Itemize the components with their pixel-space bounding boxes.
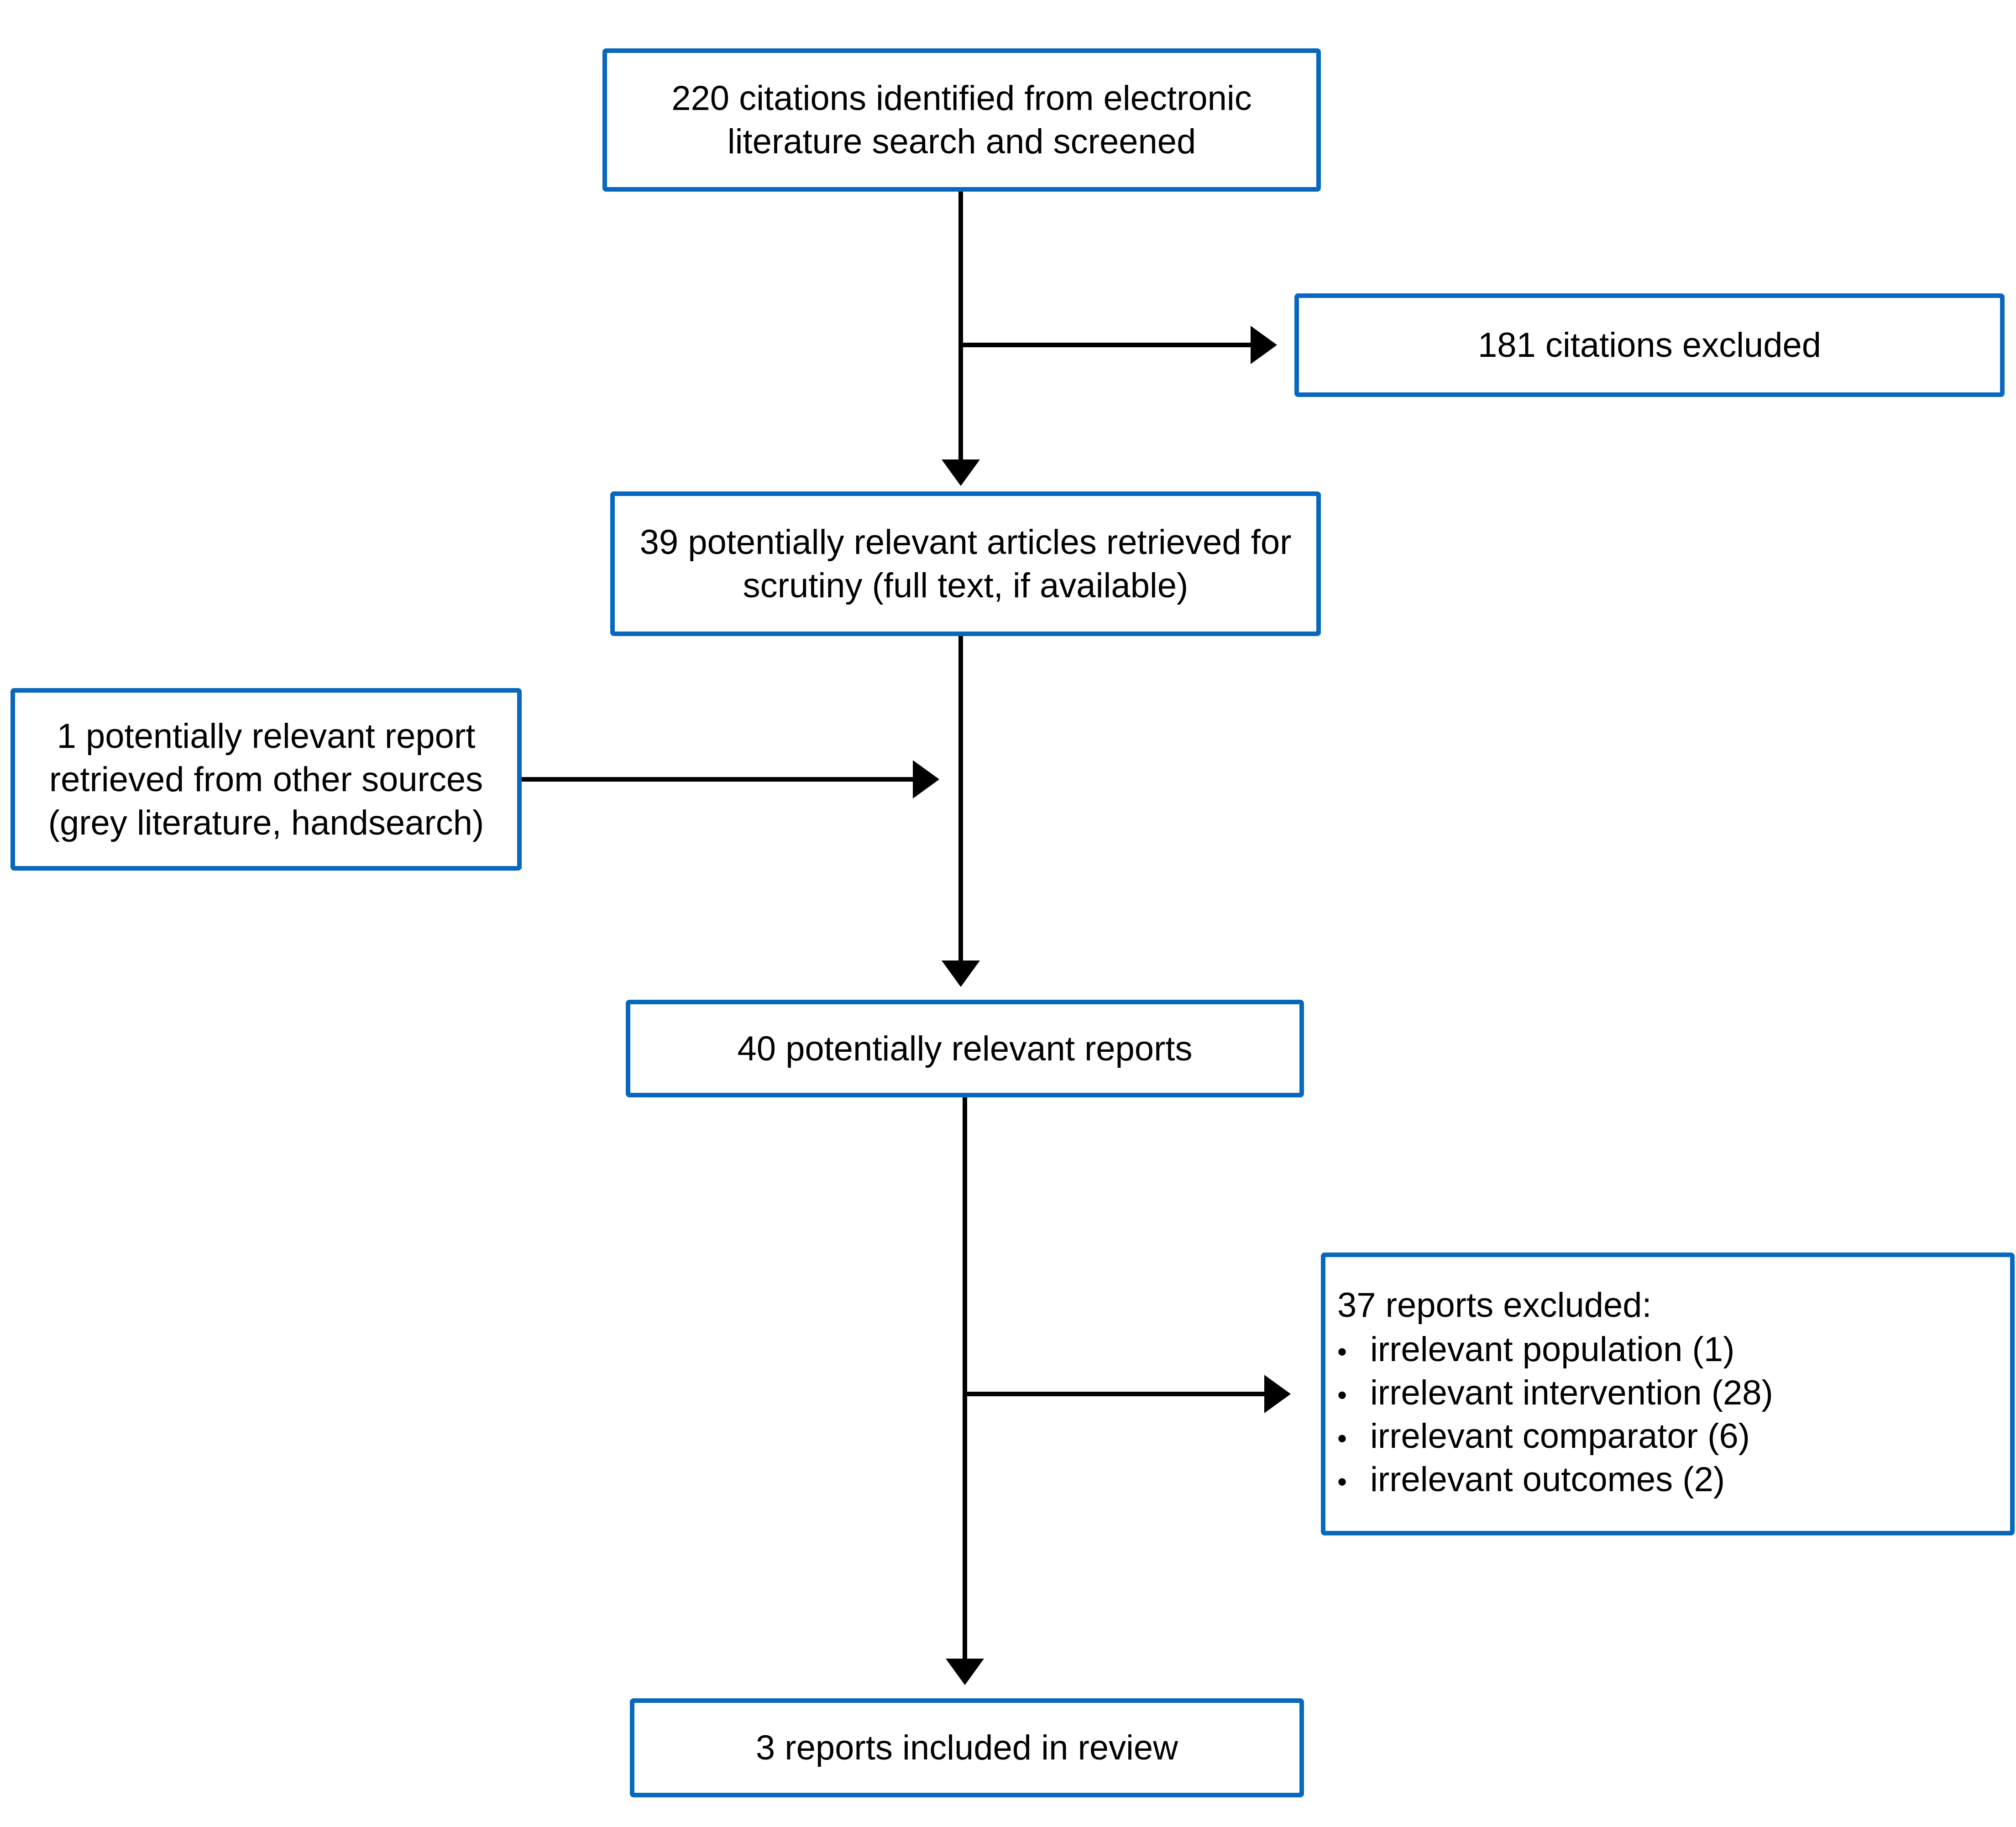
arrow-line-other-sources (522, 777, 913, 782)
list-item-label: irrelevant outcomes (2) (1370, 1460, 1725, 1499)
box-combined-reports: 40 potentially relevant reports (626, 1000, 1304, 1097)
box-citations-identified: 220 citations identified from electronic… (602, 48, 1321, 192)
list-item: • irrelevant comparator (6) (1337, 1415, 1773, 1458)
bullet-icon: • (1337, 1423, 1347, 1454)
box-other-sources-label: 1 potentially relevant report retrieved … (48, 716, 484, 842)
arrowhead-to-citations-excluded (1251, 326, 1277, 364)
arrowhead-to-reports-excluded (1264, 1375, 1291, 1413)
box-citations-excluded-label: 181 citations excluded (1477, 326, 1822, 365)
arrow-line-to-reports-excluded (963, 1392, 1264, 1396)
arrowhead-identified-to-retrieved (942, 459, 980, 486)
list-item-label: irrelevant population (1) (1370, 1330, 1735, 1369)
list-item: • irrelevant population (1) (1337, 1328, 1773, 1371)
box-articles-retrieved-label: 39 potentially relevant articles retriev… (639, 522, 1292, 605)
box-other-sources: 1 potentially relevant report retrieved … (10, 688, 522, 871)
box-included-in-review: 3 reports included in review (630, 1698, 1304, 1797)
arrow-line-combined-to-included (963, 1097, 967, 1659)
arrowhead-retrieved-to-combined (942, 960, 980, 987)
box-articles-retrieved: 39 potentially relevant articles retriev… (610, 491, 1321, 636)
arrow-line-retrieved-to-combined (958, 636, 963, 960)
box-reports-excluded-title: 37 reports excluded: (1337, 1286, 1652, 1325)
arrowhead-other-sources (913, 760, 939, 799)
list-item-label: irrelevant intervention (28) (1370, 1373, 1773, 1412)
arrow-line-identified-to-retrieved (958, 192, 963, 459)
list-item: • irrelevant outcomes (2) (1337, 1458, 1773, 1501)
reports-excluded-list: • irrelevant population (1) • irrelevant… (1337, 1328, 1773, 1501)
box-citations-identified-label: 220 citations identified from electronic… (671, 79, 1252, 161)
arrowhead-combined-to-included (946, 1659, 984, 1685)
arrow-line-to-citations-excluded (958, 343, 1251, 347)
box-citations-excluded: 181 citations excluded (1294, 293, 2005, 397)
bullet-icon: • (1337, 1380, 1347, 1410)
box-included-in-review-label: 3 reports included in review (755, 1728, 1178, 1767)
bullet-icon: • (1337, 1467, 1347, 1497)
box-combined-reports-label: 40 potentially relevant reports (737, 1029, 1193, 1068)
box-reports-excluded: 37 reports excluded: • irrelevant popula… (1321, 1253, 2015, 1535)
bullet-icon: • (1337, 1336, 1347, 1367)
list-item-label: irrelevant comparator (6) (1370, 1417, 1750, 1456)
list-item: • irrelevant intervention (28) (1337, 1371, 1773, 1415)
